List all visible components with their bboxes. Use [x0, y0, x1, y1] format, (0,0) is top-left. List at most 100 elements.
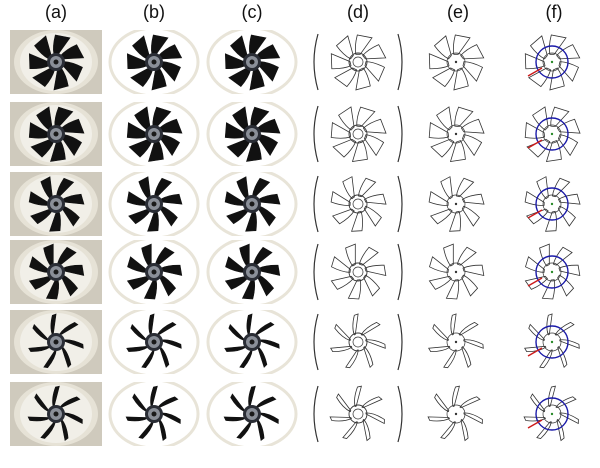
fan-blade: [232, 106, 249, 131]
fan-blade: [443, 243, 454, 267]
fan-blade: [126, 191, 147, 206]
fan-blade: [28, 53, 50, 70]
fan-blade: [256, 44, 281, 60]
fan-blade: [525, 256, 545, 273]
fan-blade: [550, 106, 570, 128]
fan-drawing: [506, 172, 598, 236]
fan-blade: [40, 176, 53, 200]
fan-blade: [330, 275, 354, 290]
fan-blade: [351, 140, 368, 162]
fan-blade: [330, 191, 351, 206]
fan-blade: [29, 256, 49, 273]
panel-f-row-4: [506, 240, 598, 304]
fan-blade: [460, 418, 469, 442]
fan-blade: [53, 34, 71, 55]
fan-drawing: [108, 310, 200, 374]
fan-blade: [460, 44, 485, 60]
fan-blade: [559, 412, 579, 425]
fan-blade: [449, 140, 466, 162]
fan-blade: [61, 346, 72, 368]
fan-blade: [43, 349, 57, 369]
fan-blade: [239, 349, 253, 369]
fan-blade: [554, 321, 575, 336]
panel-d-row-4: [312, 240, 404, 304]
fan-blade: [236, 176, 249, 200]
fan-blade: [524, 53, 546, 70]
fan-blade: [53, 67, 69, 91]
fan-blade: [245, 211, 257, 232]
fan-blade: [545, 140, 562, 162]
fan-blade: [557, 205, 576, 227]
fan-drawing: [506, 30, 598, 94]
fan-blade: [440, 421, 456, 439]
fan-blade: [27, 416, 50, 422]
fan-blade: [224, 53, 246, 70]
fan-blade: [61, 205, 80, 227]
fan-blade: [330, 53, 352, 70]
fan-blade: [224, 275, 248, 290]
fan-blade: [559, 339, 580, 349]
fan-blade: [28, 122, 49, 139]
fan-blade: [530, 393, 546, 413]
fan-blade: [524, 275, 548, 290]
fan-blade: [138, 176, 151, 200]
column-label-e: (e): [447, 2, 469, 22]
fan-blade: [558, 264, 581, 277]
fan-blade: [557, 193, 581, 205]
fan-blade: [428, 121, 450, 139]
fan-blade: [257, 346, 268, 368]
fan-blade: [338, 106, 355, 131]
panel-b-row-6: [108, 382, 200, 446]
fan-blade: [556, 44, 581, 60]
fan-blade: [363, 274, 381, 297]
red-marker: [527, 277, 543, 287]
fan-drawing: [206, 310, 298, 374]
fan-blade: [34, 35, 52, 60]
panel-e-row-3: [410, 172, 502, 236]
fan-drawing: [506, 382, 598, 446]
red-marker: [527, 347, 543, 357]
fan-blade: [130, 323, 147, 341]
fan-blade: [454, 106, 474, 128]
fan-blade: [160, 134, 180, 156]
fan-blade: [557, 346, 568, 369]
fan-blade: [342, 421, 358, 439]
fan-blade: [148, 313, 155, 336]
fan-drawing: [10, 382, 102, 446]
fan-drawing: [506, 240, 598, 304]
fan-blade: [461, 205, 480, 227]
fan-blade: [54, 106, 74, 127]
fan-blade: [63, 339, 84, 349]
fan-blade: [43, 243, 54, 267]
fan-drawing: [10, 172, 102, 236]
fan-blade: [30, 208, 53, 225]
panel-e-row-5: [410, 310, 502, 374]
hub-circle: [535, 117, 569, 151]
fan-blade: [159, 205, 178, 227]
fan-blade: [249, 67, 265, 91]
fan-drawing: [312, 102, 404, 166]
fan-blade: [332, 138, 357, 158]
fan-blade: [557, 274, 575, 297]
fan-blade: [246, 140, 262, 162]
fan-blade: [127, 256, 147, 273]
fan-blade: [62, 134, 82, 156]
fan-blade: [354, 385, 362, 407]
fan-blade: [49, 211, 61, 232]
fan-drawing: [312, 382, 404, 446]
fan-drawing: [108, 102, 200, 166]
fan-blade: [453, 67, 469, 91]
fan-blade: [356, 106, 376, 128]
fan-blade: [524, 121, 546, 139]
fan-blade: [355, 67, 371, 91]
fan-blade: [126, 122, 147, 139]
fan-blade: [230, 393, 246, 413]
fan-blade: [155, 246, 175, 266]
panel-b-row-3: [108, 172, 200, 236]
fan-blade: [223, 416, 246, 422]
fan-blade: [156, 322, 177, 336]
fan-blade: [461, 193, 485, 205]
fan-blade: [249, 34, 267, 55]
fan-blade: [61, 274, 78, 297]
